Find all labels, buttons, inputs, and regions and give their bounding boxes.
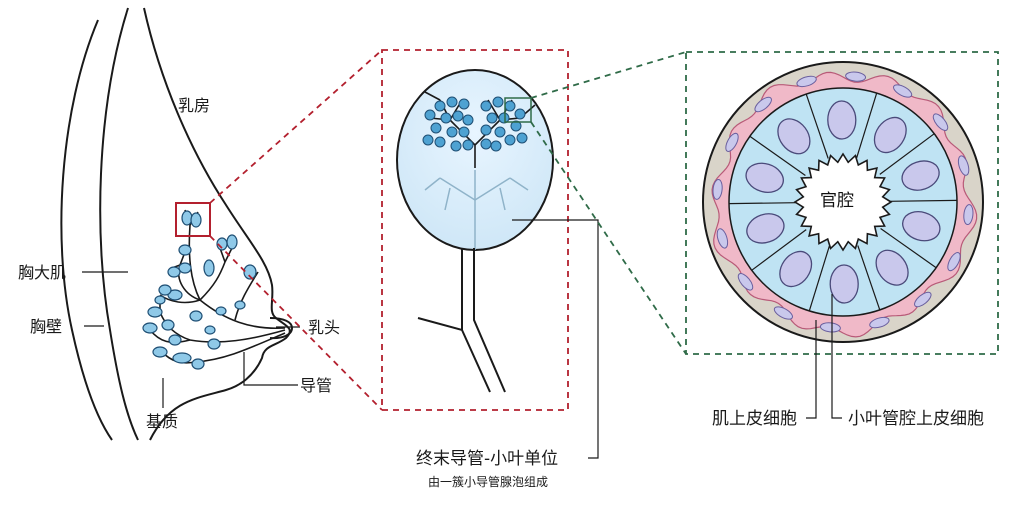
- myoepithelial-nucleus: [947, 252, 961, 272]
- myoepithelial-nucleus: [869, 316, 890, 329]
- myoepithelial-nucleus: [796, 75, 817, 88]
- label-nipple: 乳头: [308, 318, 340, 337]
- breast-skin-contour: [143, 7, 291, 441]
- cell-border: [879, 133, 935, 175]
- label-chest-wall: 胸壁: [30, 317, 62, 336]
- myoepithelial-nucleus: [716, 228, 729, 249]
- luminal-cell-nucleus: [779, 250, 813, 288]
- leader-duct: [243, 352, 298, 386]
- cell-border: [857, 245, 881, 311]
- terminal-duct: [417, 248, 506, 393]
- cell-border: [888, 199, 958, 202]
- luminal-cell-nucleus: [901, 160, 940, 191]
- myoepithelial-nucleus: [932, 113, 949, 131]
- luminal-cell-nucleus: [777, 118, 811, 155]
- luminal-cell-nucleus: [902, 211, 941, 242]
- tdlu-acini: [422, 96, 528, 152]
- cell-border: [751, 229, 807, 271]
- nipple-shape: [269, 317, 294, 340]
- red-connector-bottom: [209, 235, 383, 411]
- cell-border: [856, 92, 878, 159]
- red-connector-top: [209, 49, 383, 204]
- myoepithelial-nucleus: [914, 291, 932, 308]
- luminal-cell-nucleus: [745, 162, 784, 193]
- myoepithelial-nucleus: [819, 322, 841, 333]
- myoepithelial-nucleus: [773, 306, 793, 320]
- label-luminal-epithelial: 小叶管腔上皮细胞: [848, 409, 984, 429]
- luminal-cell-nucleus: [829, 264, 859, 304]
- label-stroma: 基质: [146, 412, 178, 431]
- leader-myoepithelial: [806, 320, 817, 419]
- breast-sagittal-view: 乳房 胸大肌 胸壁 乳头 导管 基质: [18, 7, 340, 441]
- myoepithelial-nucleus: [737, 273, 754, 291]
- breast-acini: [142, 210, 257, 370]
- lobule-branches: [424, 170, 529, 250]
- green-connector-top: [530, 51, 687, 99]
- label-breast: 乳房: [178, 96, 210, 115]
- breast-zoom-box: [175, 202, 211, 237]
- cell-border: [808, 245, 830, 312]
- label-myoepithelial: 肌上皮细胞: [712, 409, 797, 429]
- green-connector-bottom: [530, 121, 687, 355]
- acinus-cross-section: [702, 61, 984, 343]
- myoepithelial-nucleus: [725, 132, 739, 152]
- lumen: [793, 152, 893, 252]
- label-lumen: 官腔: [820, 191, 854, 211]
- myoepithelial-nucleus: [845, 71, 867, 82]
- tdlu-frame: [381, 49, 569, 411]
- luminal-cell-nucleus: [875, 249, 909, 286]
- acinus-cross-section-panel: 肌上皮细胞 小叶管腔上皮细胞 官腔: [685, 51, 999, 429]
- cell-border: [880, 228, 937, 269]
- cross-section-frame: [685, 51, 999, 355]
- label-pectoralis: 胸大肌: [18, 263, 66, 282]
- luminal-cell-nucleus: [746, 213, 785, 244]
- luminal-cell-nucleus: [827, 100, 857, 140]
- cell-border: [805, 93, 829, 159]
- leader-luminal-epithelial: [831, 294, 842, 419]
- label-tdlu-sub: 由一簇小导管腺泡组成: [428, 474, 548, 489]
- lobule-zoom-box: [504, 97, 532, 123]
- pectoralis-line: [99, 7, 139, 441]
- label-duct: 导管: [300, 376, 332, 395]
- myoepithelial-nucleus: [957, 155, 970, 176]
- myoepithelial-nucleus: [754, 96, 772, 113]
- luminal-cell-nucleus: [873, 116, 907, 154]
- cell-border: [749, 135, 806, 176]
- label-tdlu: 终末导管-小叶单位: [416, 449, 558, 469]
- myoepithelial-nucleus: [893, 84, 913, 98]
- cell-border: [728, 202, 798, 205]
- myoepithelial-nucleus: [712, 178, 723, 200]
- chest-wall-outer-line: [60, 19, 113, 441]
- leader-tdlu: [512, 219, 599, 459]
- tdlu-panel: 终末导管-小叶单位 由一簇小导管腺泡组成: [381, 49, 599, 489]
- myoepithelial-nucleus: [963, 204, 974, 226]
